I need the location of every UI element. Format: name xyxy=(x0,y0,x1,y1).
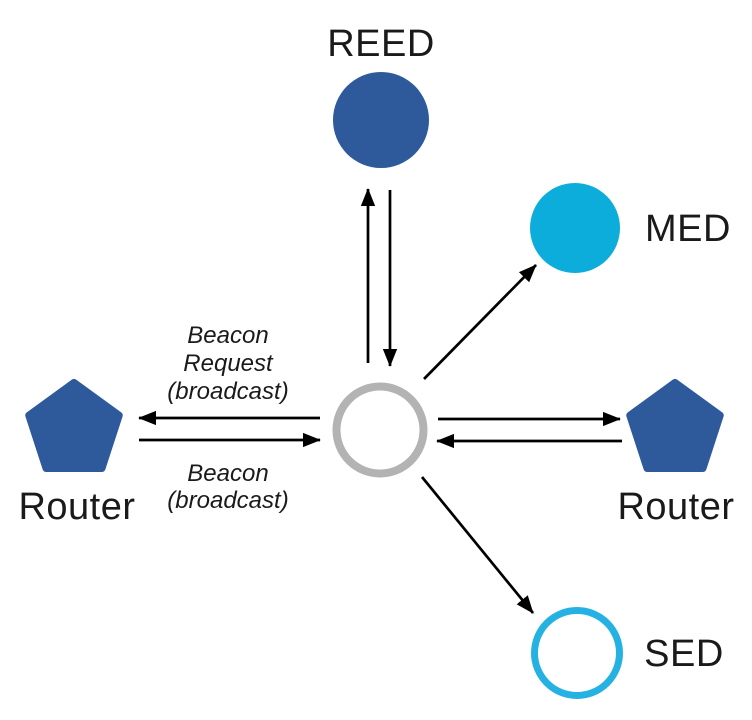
sed-node xyxy=(531,607,623,699)
med-node xyxy=(530,183,620,273)
beacon-request-label-line3: (broadcast) xyxy=(167,378,288,405)
edge-joiner-to-med-arrow xyxy=(423,264,537,380)
router-left-node xyxy=(25,379,123,472)
router-right-label: Router xyxy=(617,486,734,528)
beacon-request-label-line2: Request xyxy=(183,350,274,377)
edge-joiner-to-sed-arrow xyxy=(420,476,535,614)
beacon-label-line2: (broadcast) xyxy=(167,487,288,514)
beacon-request-label-line1: Beacon xyxy=(187,322,268,349)
joiner-node xyxy=(332,382,428,478)
reed-label: REED xyxy=(327,23,435,65)
beacon-label-line1: Beacon xyxy=(187,460,268,487)
beacon-request-label: Beacon Request (broadcast) xyxy=(167,322,288,405)
reed-node xyxy=(333,72,429,168)
router-left-label: Router xyxy=(18,486,135,528)
med-label: MED xyxy=(645,208,731,250)
sed-label: SED xyxy=(644,633,724,675)
beacon-label: Beacon (broadcast) xyxy=(167,460,288,514)
router-right-node xyxy=(626,379,724,472)
